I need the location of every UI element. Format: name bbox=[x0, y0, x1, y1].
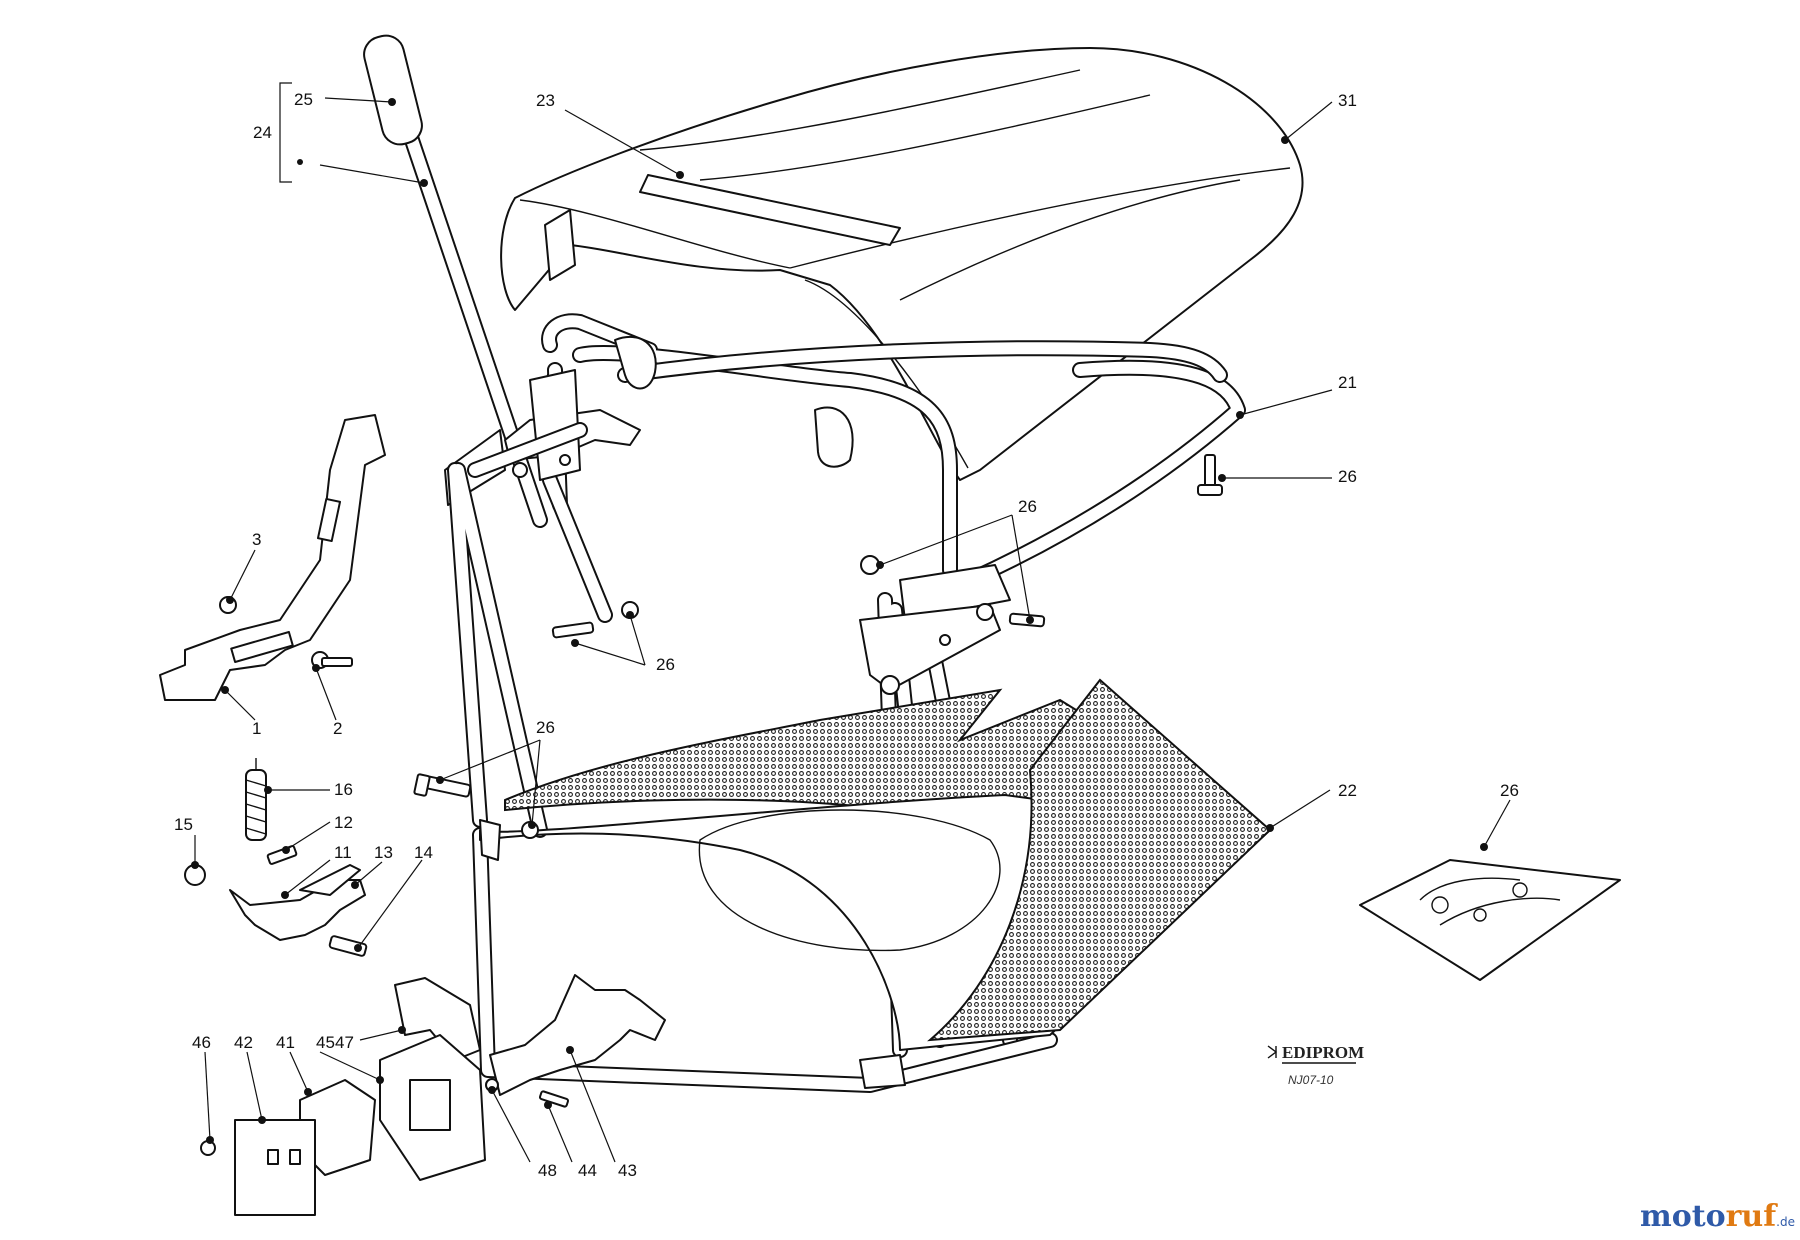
callout-15: 15 bbox=[174, 815, 193, 834]
callout-23: 23 bbox=[536, 91, 555, 110]
callout-22: 22 bbox=[1338, 781, 1357, 800]
callout-3: 3 bbox=[252, 530, 261, 549]
callout-25: 25 bbox=[294, 90, 313, 109]
callout-12: 12 bbox=[334, 813, 353, 832]
callout-43: 43 bbox=[618, 1161, 637, 1180]
latch-assembly bbox=[184, 758, 368, 957]
site-watermark: motoruf.de bbox=[1640, 1199, 1795, 1234]
callout-2: 2 bbox=[333, 719, 342, 738]
watermark-part1: moto bbox=[1640, 1199, 1726, 1234]
switch-assembly bbox=[200, 974, 666, 1216]
callout-26: 26 bbox=[1500, 781, 1519, 800]
watermark-suffix: .de bbox=[1776, 1215, 1795, 1229]
watermark-part2: ruf bbox=[1726, 1199, 1779, 1234]
callout-41: 41 bbox=[276, 1033, 295, 1052]
drawing-code: NJ07-10 bbox=[1288, 1073, 1334, 1087]
callout-24: 24 bbox=[253, 123, 272, 142]
callout-26: 26 bbox=[656, 655, 675, 674]
svg-text:motoruf.de: motoruf.de bbox=[1640, 1199, 1795, 1234]
callout-labels: 25 24 23 31 21 26 26 26 26 26 3 1 2 16 1… bbox=[174, 90, 1519, 1180]
callout-14: 14 bbox=[414, 843, 433, 862]
callout-42: 42 bbox=[234, 1033, 253, 1052]
callout-26: 26 bbox=[536, 718, 555, 737]
callout-45: 45 bbox=[316, 1033, 335, 1052]
callout-47: 47 bbox=[335, 1033, 354, 1052]
group-marker-24 bbox=[297, 159, 303, 165]
callout-44: 44 bbox=[578, 1161, 597, 1180]
callout-48: 48 bbox=[538, 1161, 557, 1180]
grass-bag-lid bbox=[500, 47, 1304, 481]
mounting-bracket bbox=[159, 414, 386, 701]
grass-bag-mesh bbox=[479, 678, 1272, 1089]
callout-31: 31 bbox=[1338, 91, 1357, 110]
bag-support-frame bbox=[447, 422, 1058, 1093]
callout-16: 16 bbox=[334, 780, 353, 799]
parts-bag bbox=[1359, 859, 1621, 981]
callout-26: 26 bbox=[1018, 497, 1037, 516]
group-bracket-24 bbox=[279, 82, 292, 183]
callout-13: 13 bbox=[374, 843, 393, 862]
drawing-stamp: EDIPROM NJ07-10 bbox=[1267, 1043, 1364, 1087]
callout-21: 21 bbox=[1338, 373, 1357, 392]
callout-26: 26 bbox=[1338, 467, 1357, 486]
callout-leaders bbox=[191, 97, 1511, 1163]
callout-11: 11 bbox=[334, 843, 352, 862]
callout-1: 1 bbox=[252, 719, 261, 738]
callout-46: 46 bbox=[192, 1033, 211, 1052]
brand-logo: EDIPROM bbox=[1282, 1043, 1364, 1062]
